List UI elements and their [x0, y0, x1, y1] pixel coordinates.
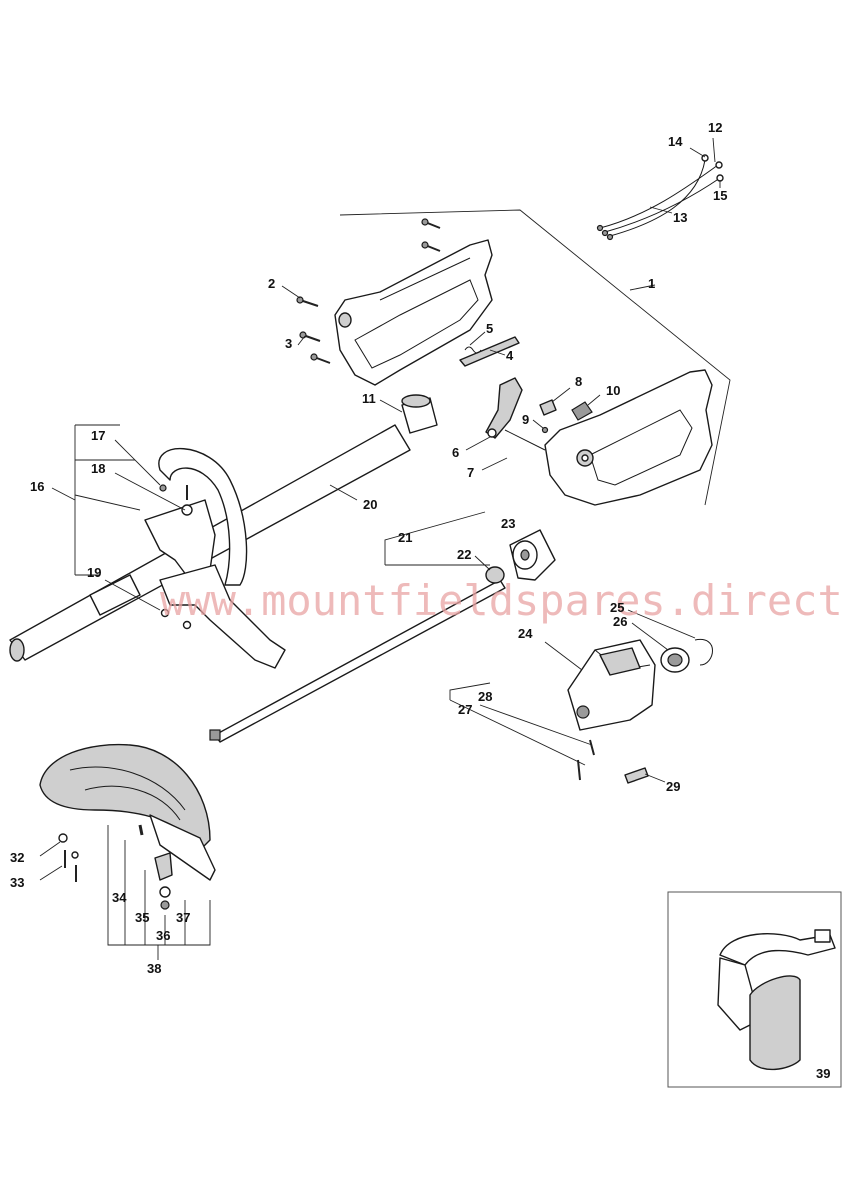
callout-8: 8 — [575, 374, 582, 389]
callout-12: 12 — [708, 120, 722, 135]
throttle-plate-icon — [459, 336, 520, 367]
handle-housing-left-icon — [334, 239, 493, 386]
callout-3: 3 — [285, 336, 292, 351]
callout-2: 2 — [268, 276, 275, 291]
drive-shaft-icon — [209, 579, 506, 743]
callout-6: 6 — [452, 445, 459, 460]
callout-1: 1 — [648, 276, 655, 291]
callout-32: 32 — [10, 850, 24, 865]
callout-39: 39 — [816, 1066, 830, 1081]
wire-harness-icon — [596, 154, 724, 241]
loop-handle-icon — [89, 448, 286, 669]
callout-13: 13 — [673, 210, 687, 225]
bushing-icon — [401, 394, 438, 434]
callout-4: 4 — [506, 348, 514, 363]
callout-25: 25 — [610, 600, 624, 615]
callout-15: 15 — [713, 188, 727, 203]
callout-17: 17 — [91, 428, 105, 443]
callout-10: 10 — [606, 383, 620, 398]
callout-38: 38 — [147, 961, 161, 976]
callout-36: 36 — [156, 928, 170, 943]
screw-icon — [421, 218, 441, 252]
grass-guard-icon — [39, 743, 216, 910]
callout-29: 29 — [666, 779, 680, 794]
callout-27: 27 — [458, 702, 472, 717]
throttle-trigger-icon — [485, 377, 546, 451]
callout-37: 37 — [176, 910, 190, 925]
handle-housing-right-icon — [544, 369, 713, 506]
callout-28: 28 — [478, 689, 492, 704]
callout-26: 26 — [613, 614, 627, 629]
callout-9: 9 — [522, 412, 529, 427]
callout-16: 16 — [30, 479, 44, 494]
callout-7: 7 — [467, 465, 474, 480]
lock-button-icon — [539, 399, 593, 434]
callout-24: 24 — [518, 626, 533, 641]
harness-icon — [717, 929, 836, 1071]
callout-34: 34 — [112, 890, 127, 905]
callout-11: 11 — [362, 391, 376, 406]
callout-20: 20 — [363, 497, 377, 512]
callout-35: 35 — [135, 910, 149, 925]
callout-21: 21 — [398, 530, 412, 545]
gear-head-icon — [567, 639, 713, 784]
clutch-drum-icon — [485, 529, 556, 584]
callout-5: 5 — [486, 321, 493, 336]
watermark-text: www.mountfieldspares.direct — [160, 576, 843, 625]
callout-33: 33 — [10, 875, 24, 890]
callout-19: 19 — [87, 565, 101, 580]
callout-23: 23 — [501, 516, 515, 531]
callout-14: 14 — [668, 134, 683, 149]
callout-18: 18 — [91, 461, 105, 476]
callout-22: 22 — [457, 547, 471, 562]
screw-icon — [296, 296, 331, 364]
